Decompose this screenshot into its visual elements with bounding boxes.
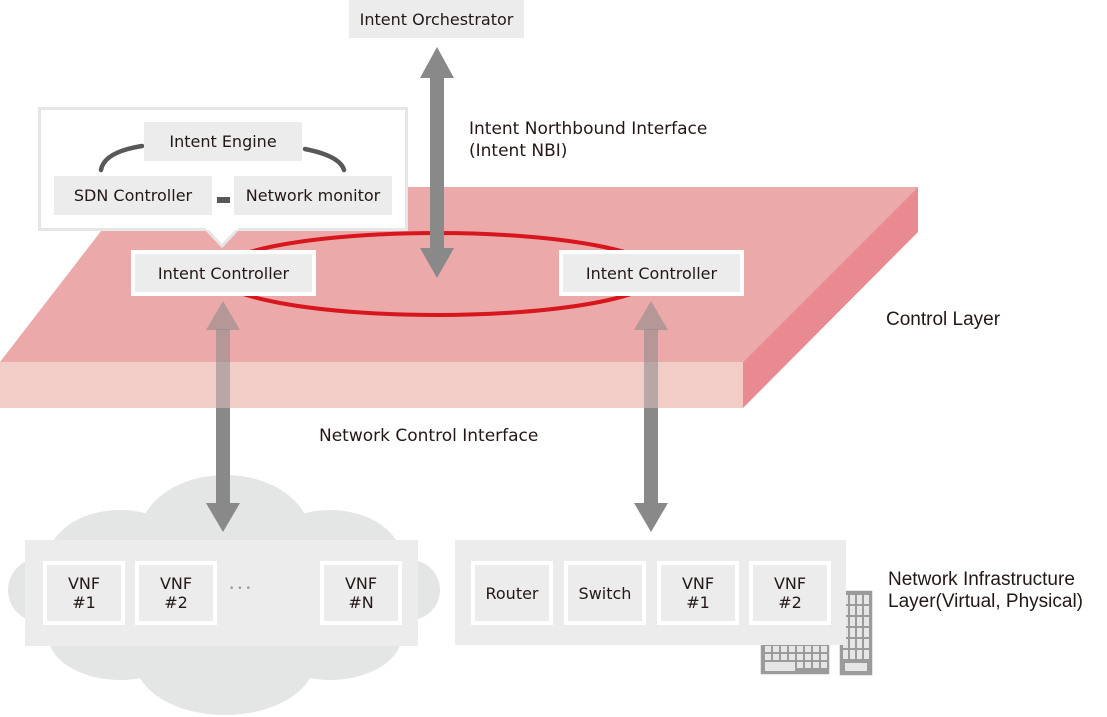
cloud-vnf-item-2-line1: VNF	[159, 574, 193, 593]
intent-controller-right-label: Intent Controller	[585, 263, 718, 283]
cloud-vnf-item-1-line1: VNF	[67, 574, 101, 593]
cloud-vnf-item-3: VNF#N	[320, 561, 402, 625]
vnf-ellipsis: •••	[229, 584, 254, 594]
cloud-vnf-item-1-line2: #1	[72, 593, 96, 612]
northbound-line2: (Intent NBI)	[469, 141, 568, 161]
cloud-vnf-item-3-line2: #N	[348, 593, 374, 612]
physical-item-2-line1: Switch	[578, 583, 632, 603]
intent-engine-label: Intent Engine	[169, 132, 277, 151]
intent-orchestrator-label: Intent Orchestrator	[359, 9, 514, 29]
control-layer-front-face	[0, 362, 743, 408]
control-layer-label: Control Layer	[886, 309, 1001, 330]
infrastructure-label-line2: Layer(Virtual, Physical)	[888, 591, 1084, 612]
cloud-vnf-item-2-inner: VNF#2	[139, 565, 213, 621]
intent-controller-right: Intent Controller	[559, 250, 744, 296]
cloud-vnf-item-2: VNF#2	[135, 561, 217, 625]
physical-item-4-inner: VNF#2	[753, 565, 827, 621]
intent-controller-left-label: Intent Controller	[157, 263, 290, 283]
northbound-interface-label: Intent Northbound Interface (Intent NBI)	[469, 118, 707, 162]
physical-item-3-line1: VNF	[681, 574, 715, 593]
sdn-controller-box: SDN Controller	[54, 176, 212, 215]
cloud-vnf-item-1-inner: VNF#1	[47, 565, 121, 621]
intent-orchestrator-box: Intent Orchestrator	[349, 0, 524, 38]
cloud-vnf-item-3-inner: VNF#N	[324, 565, 398, 621]
infrastructure-label-line1: Network Infrastructure	[888, 569, 1075, 590]
physical-item-4-line2: #2	[778, 593, 802, 612]
physical-item-1-line1: Router	[485, 583, 539, 603]
intent-engine-box: Intent Engine	[144, 122, 302, 161]
network-monitor-box: Network monitor	[234, 176, 392, 215]
control-layer-side-face	[743, 187, 918, 408]
infrastructure-layer-label: Network Infrastructure Layer(Virtual, Ph…	[888, 569, 1083, 613]
physical-item-2-inner: Switch	[568, 565, 642, 621]
physical-item-3-line2: #1	[686, 593, 710, 612]
physical-item-3-inner: VNF#1	[661, 565, 735, 621]
physical-item-1-inner: Router	[475, 565, 549, 621]
northbound-line1: Intent Northbound Interface	[469, 119, 708, 139]
network-control-interface-label: Network Control Interface	[319, 426, 539, 446]
physical-item-4-line1: VNF	[773, 574, 807, 593]
intent-controller-right-inner: Intent Controller	[563, 254, 740, 292]
intent-controller-left-inner: Intent Controller	[135, 254, 312, 292]
physical-item-2: Switch	[564, 561, 646, 625]
cloud-vnf-item-3-line1: VNF	[344, 574, 378, 593]
network-monitor-label: Network monitor	[245, 186, 381, 205]
physical-item-3: VNF#1	[657, 561, 739, 625]
sdn-controller-label: SDN Controller	[73, 186, 193, 205]
cloud-vnf-item-2-line2: #2	[164, 593, 188, 612]
cloud-vnf-item-1: VNF#1	[43, 561, 125, 625]
intent-controller-left: Intent Controller	[131, 250, 316, 296]
physical-item-4: VNF#2	[749, 561, 831, 625]
physical-item-1: Router	[471, 561, 553, 625]
